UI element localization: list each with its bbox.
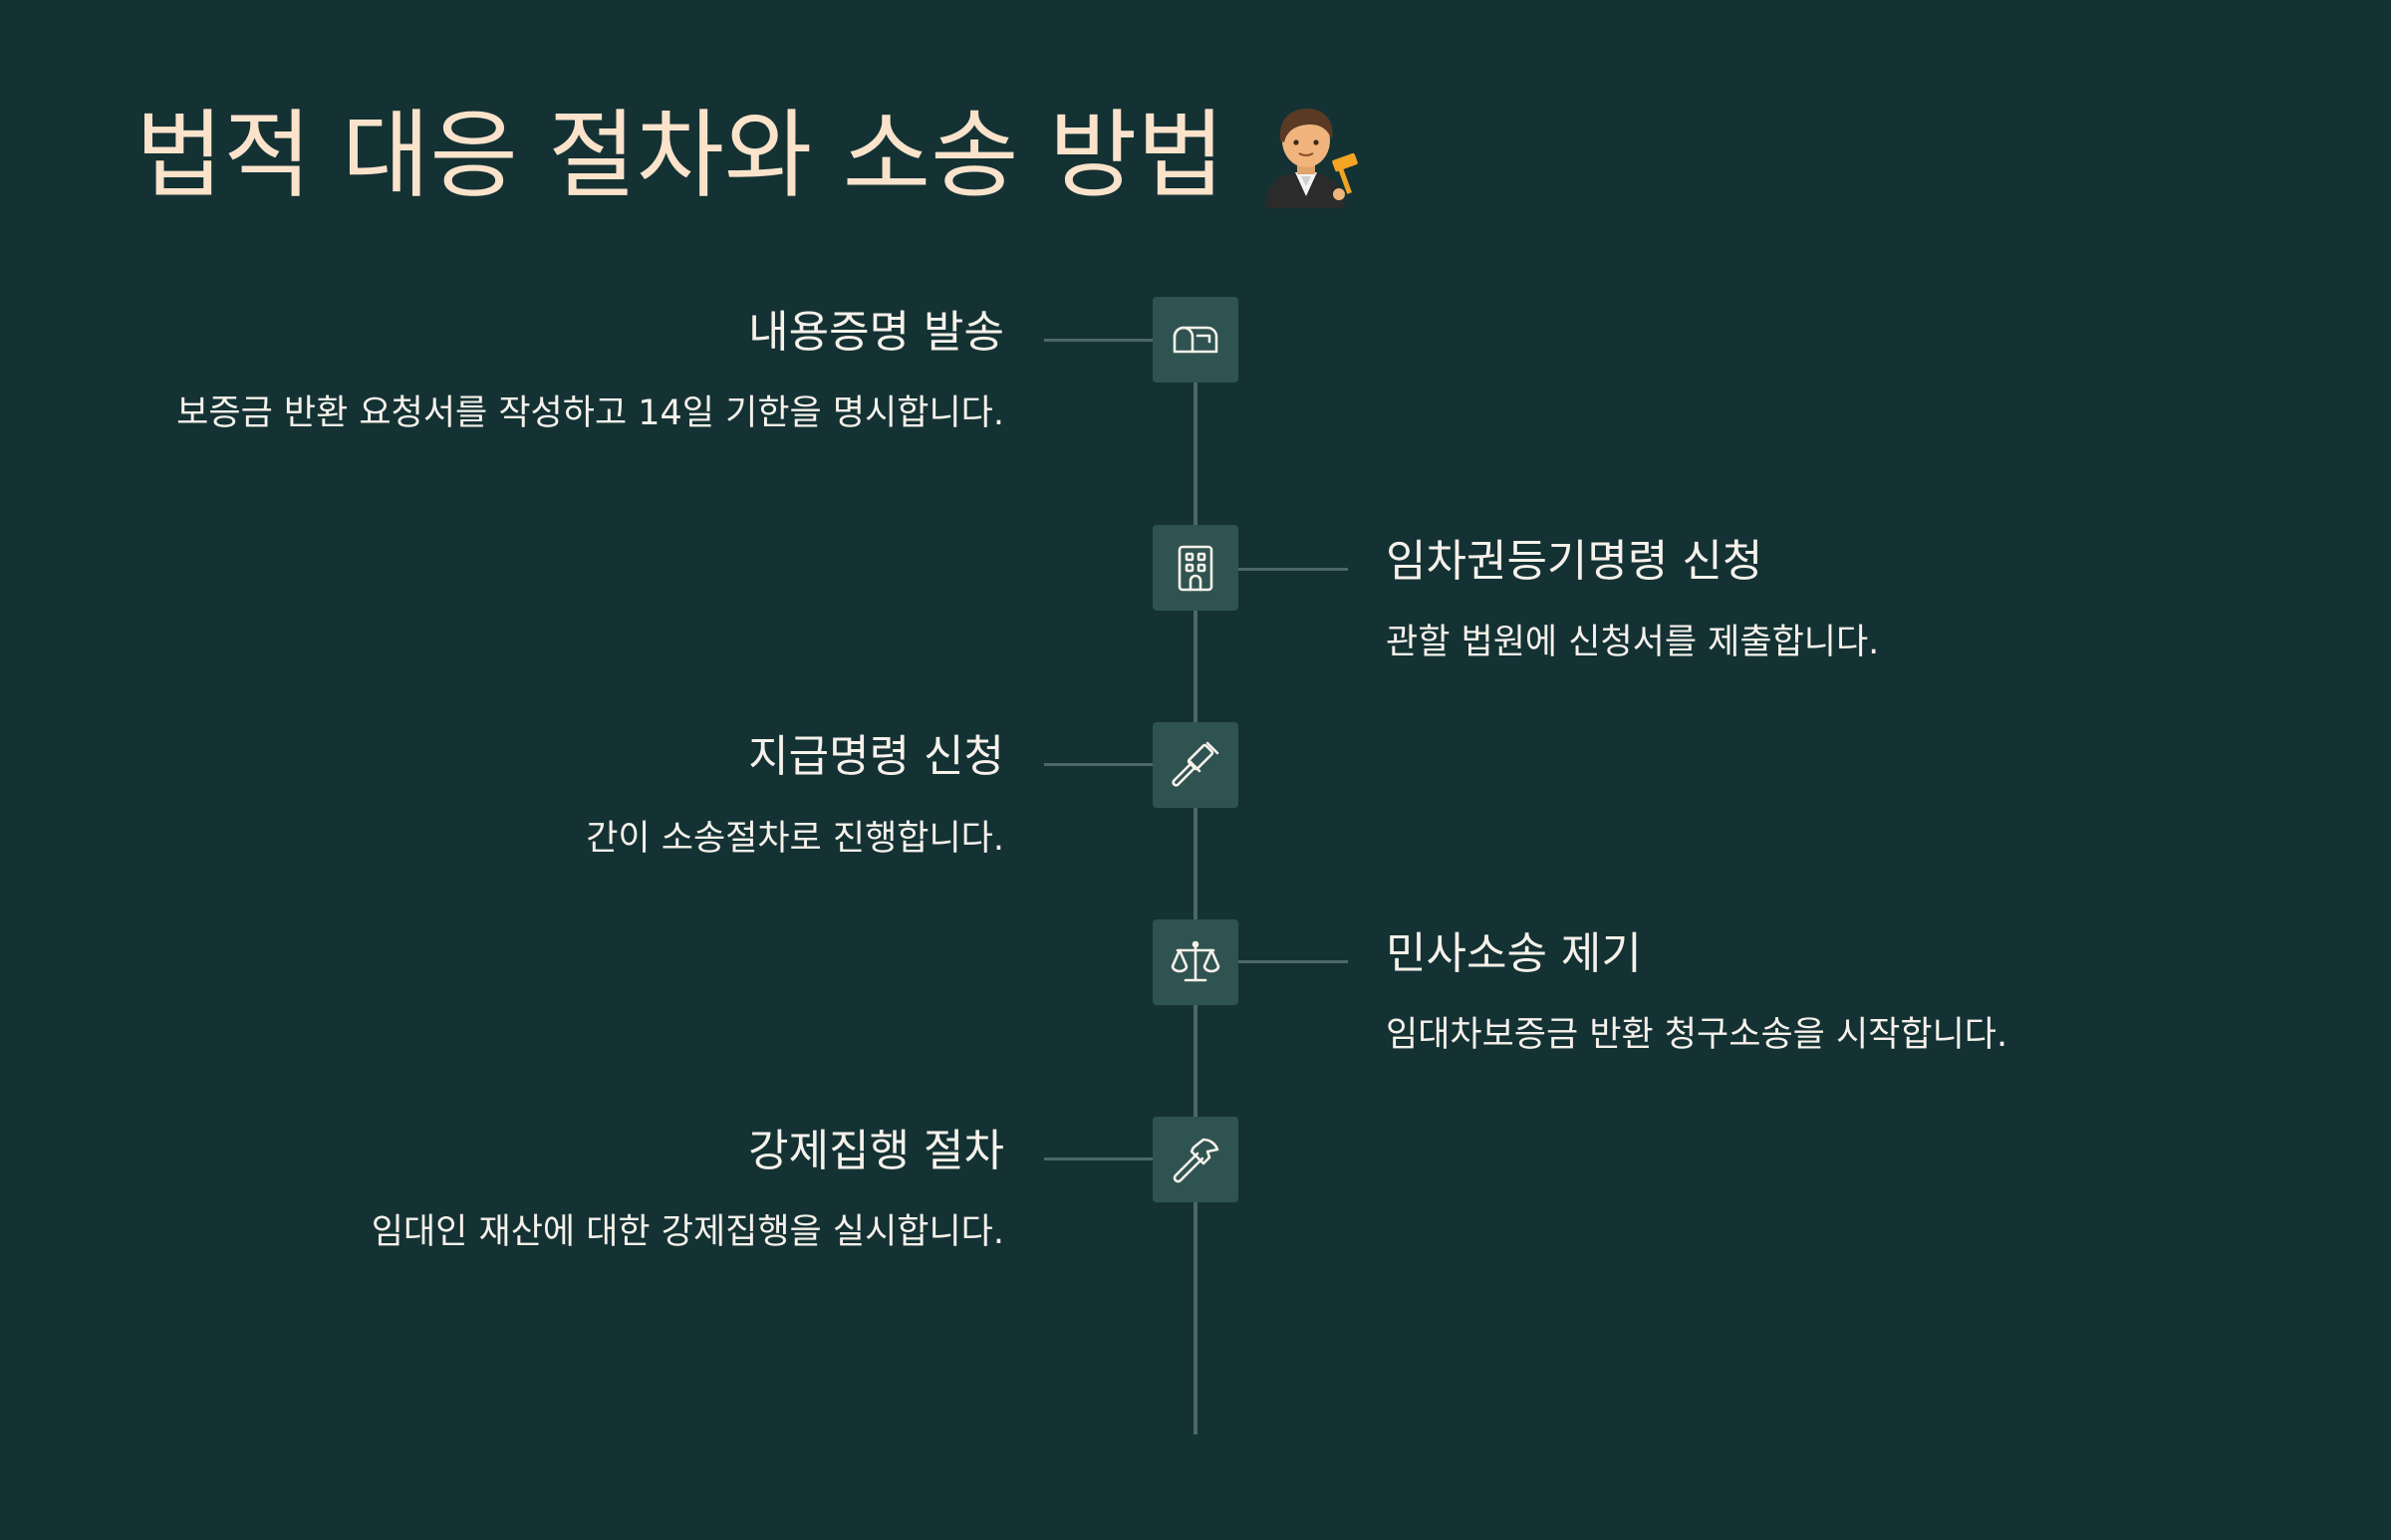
connector-step-4 (1238, 960, 1348, 963)
step-1-desc: 보증금 반환 요청서를 작성하고 14일 기한을 명시합니다. (176, 393, 1004, 433)
connector-step-3 (1044, 763, 1154, 766)
step-5-title: 강제집행 절차 (748, 1126, 1004, 1176)
step-2-title: 임차권등기명령 신청 (1386, 536, 1763, 587)
step-2-desc: 관할 법원에 신청서를 제출합니다. (1386, 623, 1880, 662)
mailbox-icon (1173, 326, 1218, 354)
scales-icon (1171, 940, 1220, 982)
gavel-icon (1172, 741, 1219, 787)
step-1-title: 내용증명 발송 (748, 307, 1004, 358)
connector-step-5 (1044, 1157, 1154, 1160)
step-3-desc: 간이 소송절차로 진행합니다. (586, 819, 1004, 859)
node-step-3 (1153, 722, 1238, 808)
connector-step-1 (1044, 339, 1154, 342)
timeline-axis (1194, 339, 1197, 1434)
page-title: 법적 대응 절차와 소송 방법 (135, 96, 1361, 215)
hammer-icon (1173, 1138, 1219, 1183)
judge-emoji-icon (1251, 101, 1361, 210)
node-step-2 (1153, 525, 1238, 611)
page-title-text: 법적 대응 절차와 소송 방법 (135, 100, 1225, 211)
node-step-4 (1153, 919, 1238, 1005)
step-3-title: 지급명령 신청 (748, 731, 1004, 782)
step-4-desc: 임대차보증금 반환 청구소송을 시작합니다. (1386, 1015, 2008, 1055)
connector-step-2 (1238, 568, 1348, 571)
building-icon (1178, 545, 1213, 592)
step-5-desc: 임대인 재산에 대한 강제집행을 실시합니다. (371, 1212, 1004, 1252)
step-4-title: 민사소송 제기 (1386, 928, 1642, 979)
node-step-1 (1153, 297, 1238, 383)
node-step-5 (1153, 1117, 1238, 1202)
